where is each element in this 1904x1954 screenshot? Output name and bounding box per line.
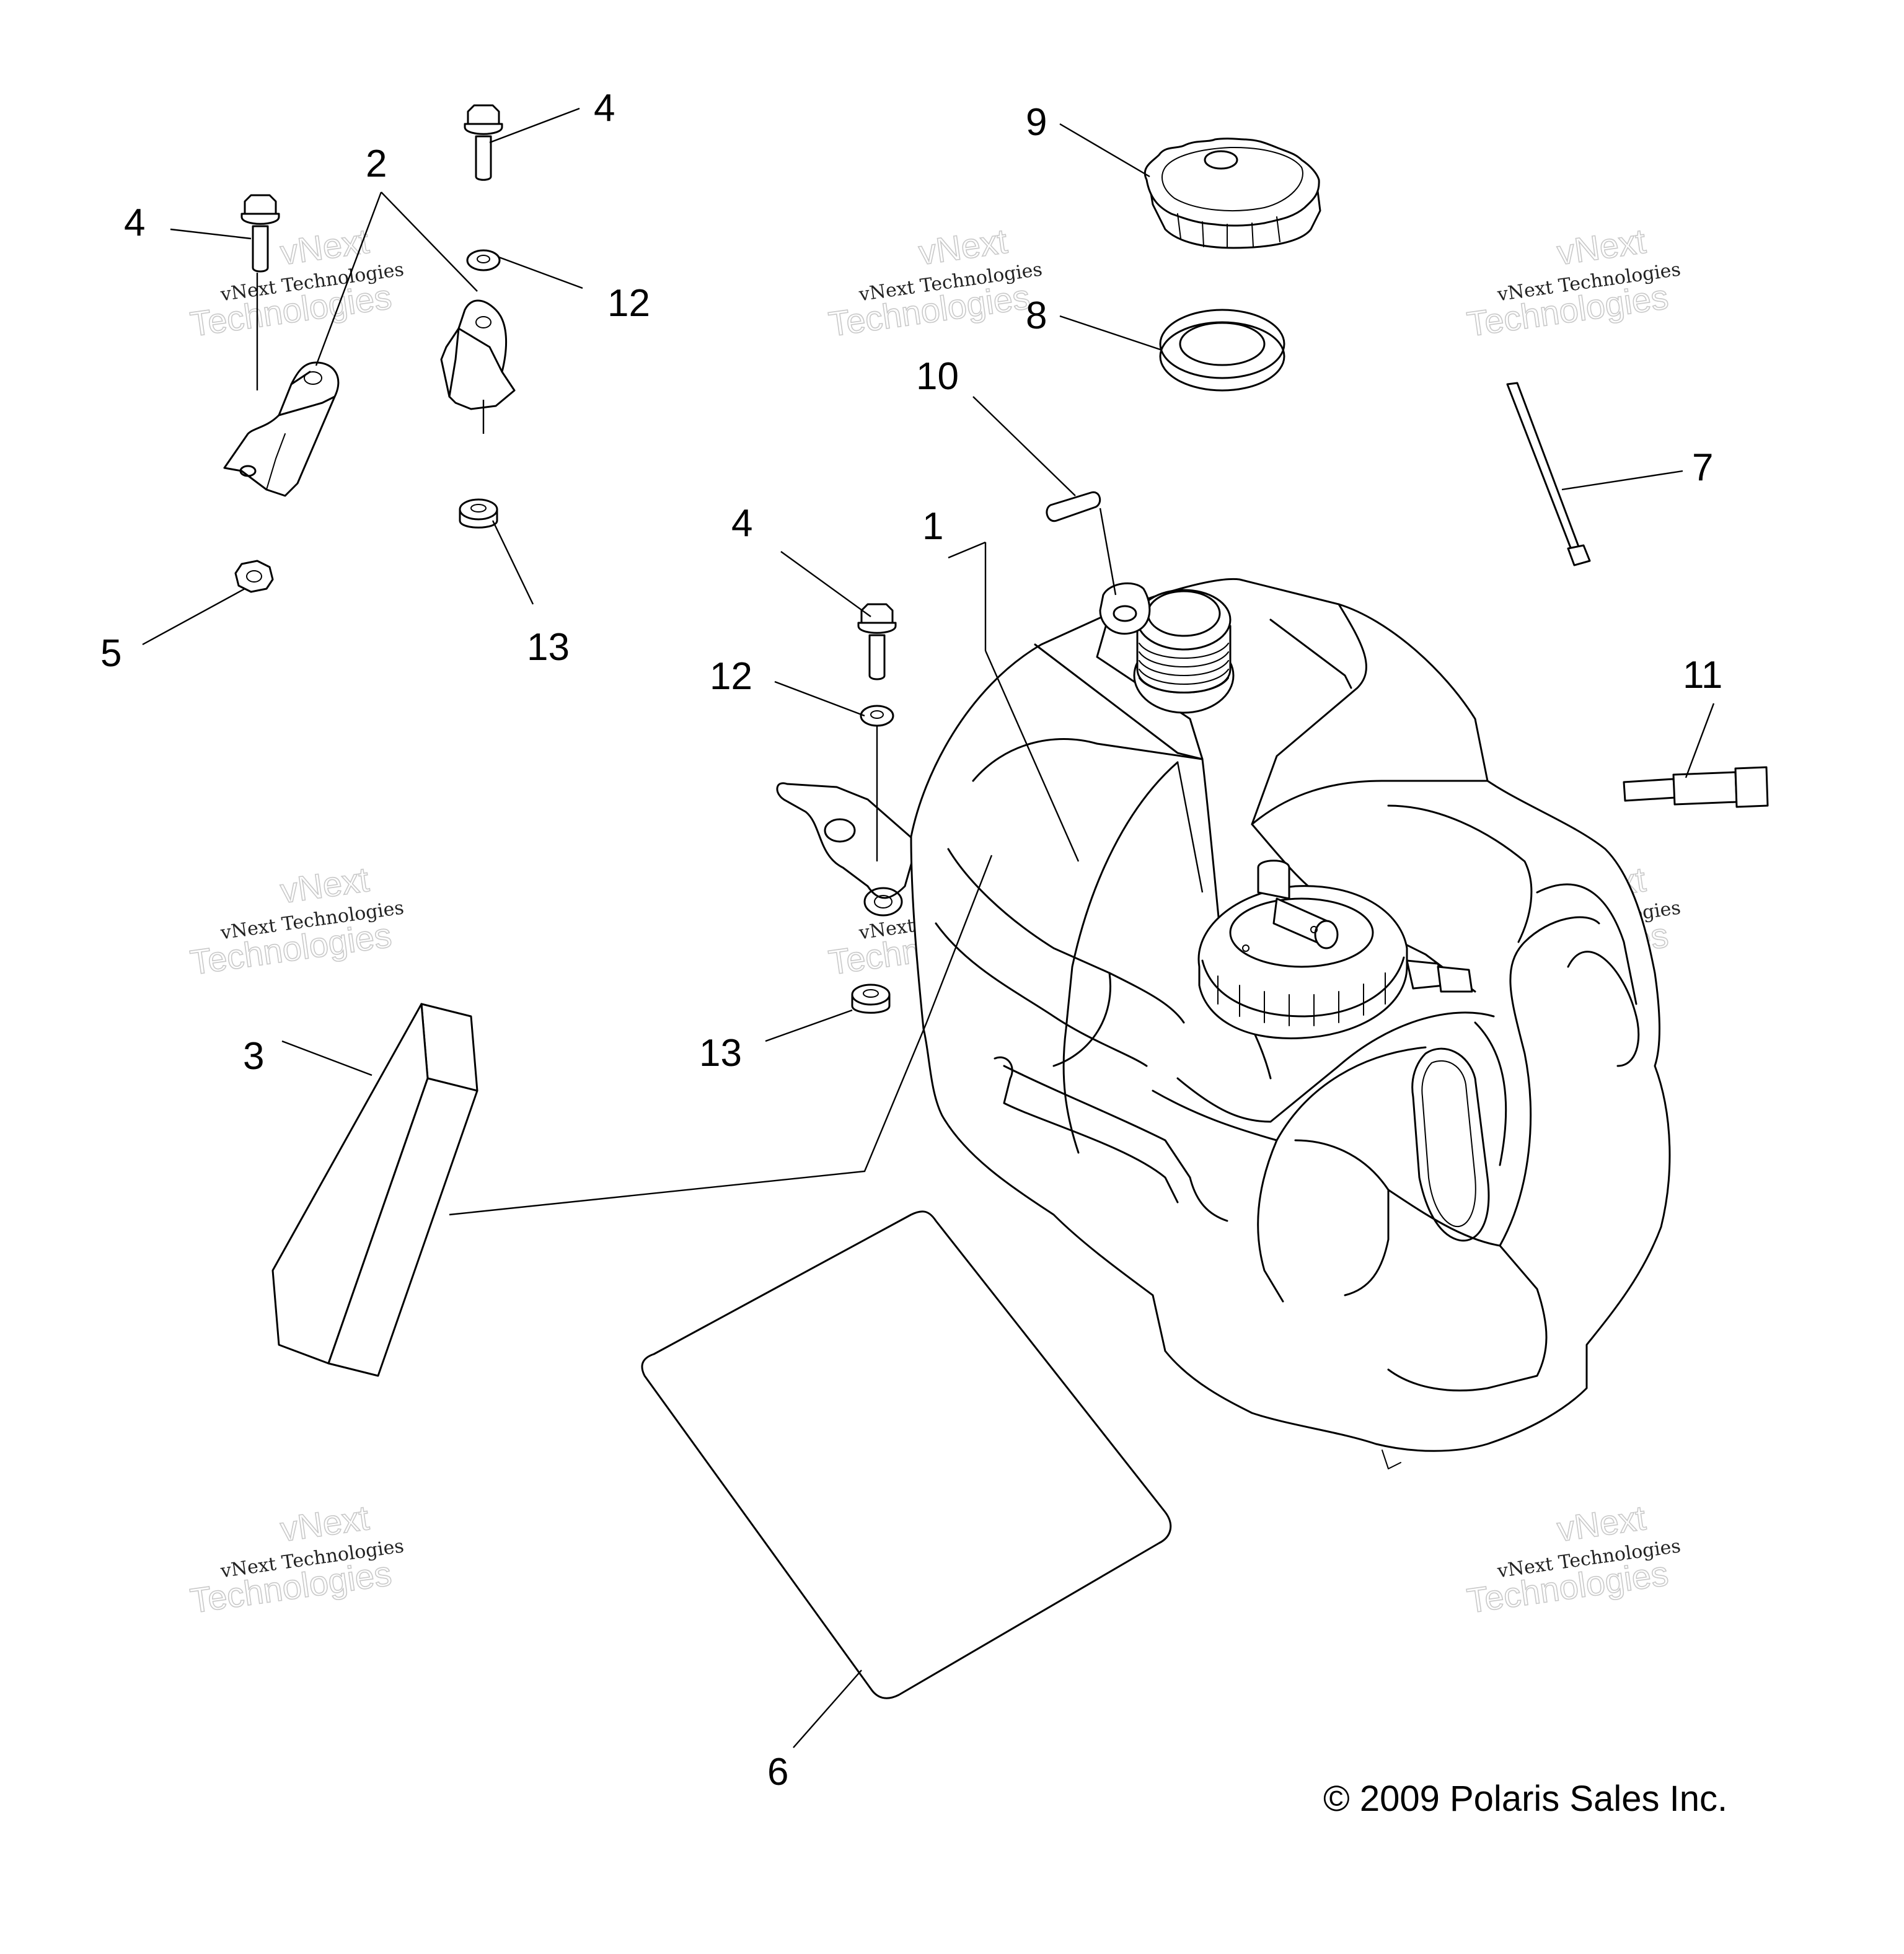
part-13-grommet-top [459, 498, 498, 529]
part-6-pad [641, 1210, 1172, 1699]
watermark: vNext vNext Technologies Technologies [1464, 221, 1682, 344]
watermark: vNext vNext Technologies Technologies [187, 221, 405, 344]
callout-11: 11 [1683, 654, 1722, 697]
callout-7: 7 [1692, 446, 1713, 489]
part-11-fitting [1623, 766, 1769, 808]
callout-4-center: 4 [731, 502, 752, 545]
part-4-bolt-top [464, 104, 503, 181]
part-7-strap [1506, 382, 1591, 566]
part-5-nut [234, 560, 274, 593]
callout-2: 2 [366, 143, 387, 185]
part-4-bolt-center [857, 603, 897, 680]
watermark: vNext vNext Technologies Technologies [1464, 1497, 1682, 1621]
part-9-fuel-cap [1144, 138, 1321, 249]
watermark: vNext vNext Technologies Technologies [187, 859, 405, 982]
part-10-vent-pin [1046, 491, 1101, 522]
watermark: vNext vNext Technologies Technologies [187, 1497, 405, 1621]
callout-12-center: 12 [710, 655, 752, 698]
part-12-washer-top [466, 249, 501, 271]
watermark: vNext vNext Technologies Technologies [826, 221, 1044, 344]
callout-13-top: 13 [527, 626, 570, 669]
callout-12-top: 12 [607, 282, 650, 325]
callout-6: 6 [767, 1751, 788, 1793]
part-4-bolt-left [240, 194, 280, 273]
callout-13-center: 13 [699, 1032, 742, 1075]
callout-labels: 1 2 3 4 4 4 5 6 7 8 9 10 11 12 12 13 13 [100, 87, 1722, 1793]
callout-8: 8 [1026, 294, 1047, 337]
part-8-gasket [1159, 309, 1285, 392]
callout-4-left: 4 [124, 201, 145, 244]
part-2-bracket-right [440, 299, 516, 410]
callout-9: 9 [1026, 101, 1047, 144]
leader-lines [142, 107, 1715, 1748]
part-2-bracket-left [223, 361, 340, 497]
copyright-notice: © 2009 Polaris Sales Inc. [1323, 1779, 1727, 1819]
part-3-foam-block [271, 1003, 478, 1377]
callout-4-top: 4 [594, 87, 615, 130]
callout-10: 10 [916, 355, 959, 398]
callout-1: 1 [922, 505, 943, 548]
callout-5: 5 [100, 632, 121, 675]
part-12-washer-center [860, 705, 894, 727]
part-1-fuel-tank [776, 578, 1671, 1469]
part-13-grommet-center [851, 984, 891, 1014]
callout-3: 3 [243, 1035, 264, 1078]
